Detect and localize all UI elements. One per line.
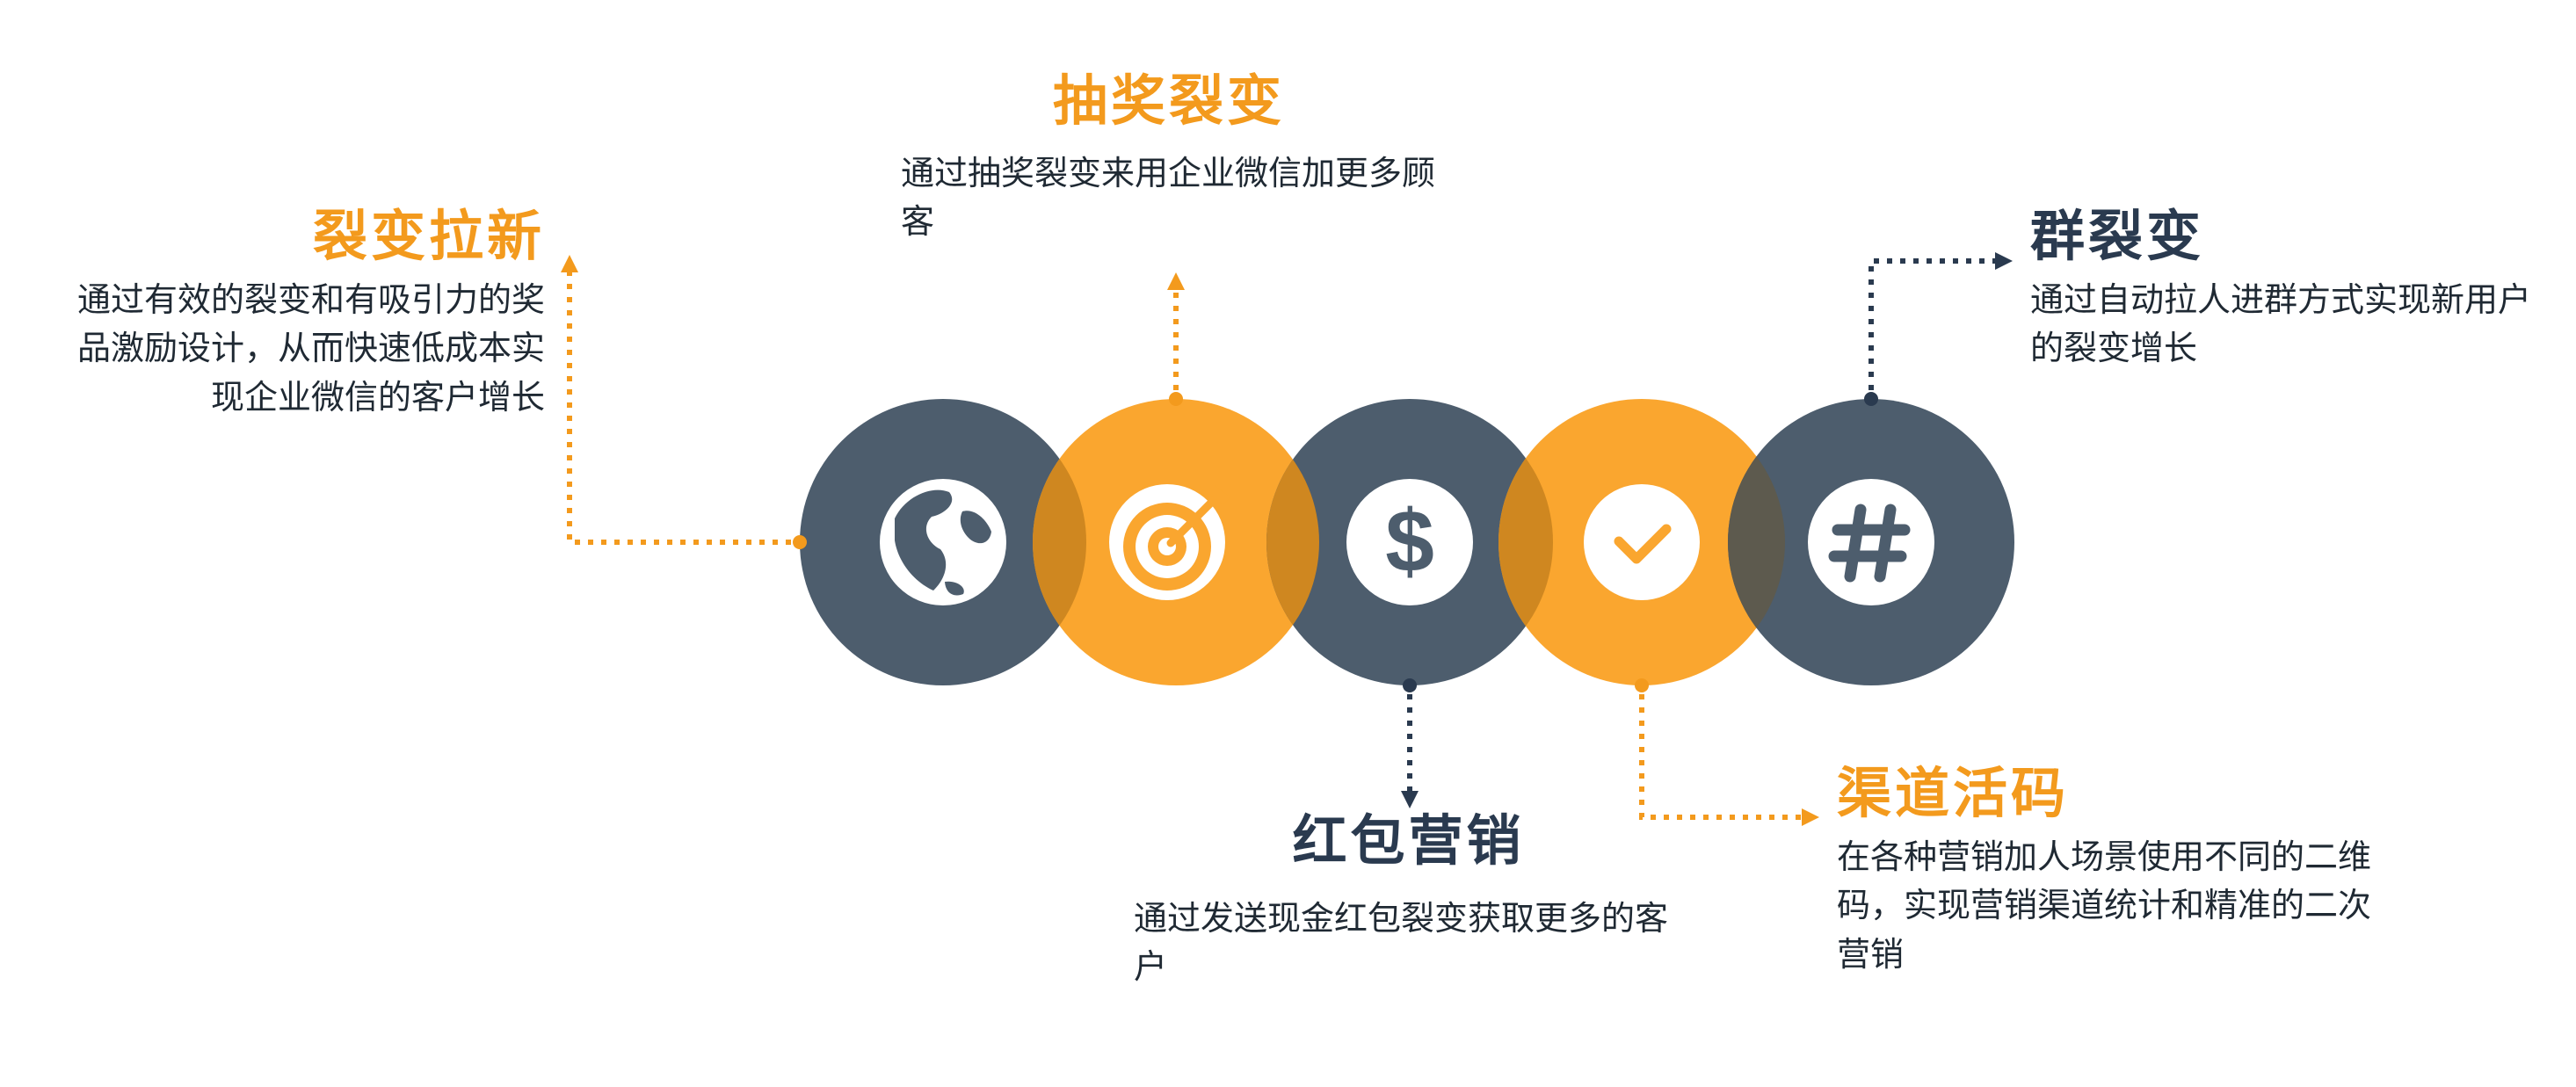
connector-3 (1401, 678, 1419, 808)
node-2-text: 抽奖裂变 通过抽奖裂变来用企业微信加更多顾客 (901, 69, 1446, 247)
dollar-icon: $ (1385, 492, 1434, 591)
node-5-title: 群裂变 (2030, 204, 2205, 268)
node-3-title: 红包营销 (1292, 808, 1525, 873)
node-1-text: 裂变拉新 通过有效的裂变和有吸引力的奖品激励设计，从而快速低成本实现企业微信的客… (53, 204, 545, 422)
node-2-title: 抽奖裂变 (1052, 69, 1285, 133)
node-3-description: 通过发送现金红包裂变获取更多的客户 (1134, 899, 1669, 987)
node-5-description: 通过自动拉人进群方式实现新用户的裂变增长 (2030, 280, 2532, 368)
icon-disc-5 (1808, 479, 1934, 605)
globe-icon (895, 489, 991, 596)
node-1-description: 通过有效的裂变和有吸引力的奖品激励设计，从而快速低成本实现企业微信的客户增长 (76, 280, 545, 417)
icon-disc-3 (1346, 479, 1473, 605)
node-4-text: 渠道活码 在各种营销加人场景使用不同的二维码，实现营销渠道统计和精准的二次营销 (1837, 761, 2382, 979)
target-icon (1123, 473, 1230, 591)
hashtag-icon (1828, 504, 1911, 583)
node-4-title: 渠道活码 (1837, 761, 2070, 825)
connector-4 (1635, 678, 1819, 826)
node-3-text: 红包营销 通过发送现金红包裂变获取更多的客户 (1134, 808, 1683, 992)
connector-1 (561, 255, 807, 549)
node-4-description: 在各种营销加人场景使用不同的二维码，实现营销渠道统计和精准的二次营销 (1837, 837, 2372, 974)
icon-disc-4 (1584, 484, 1700, 600)
node-2-description: 通过抽奖裂变来用企业微信加更多顾客 (901, 154, 1436, 242)
node-1-title: 裂变拉新 (312, 204, 545, 268)
connector-5 (1864, 252, 2013, 406)
node-5-text: 群裂变 通过自动拉人进群方式实现新用户的裂变增长 (2030, 204, 2558, 373)
check-icon (1614, 524, 1672, 564)
connector-2 (1167, 272, 1185, 406)
